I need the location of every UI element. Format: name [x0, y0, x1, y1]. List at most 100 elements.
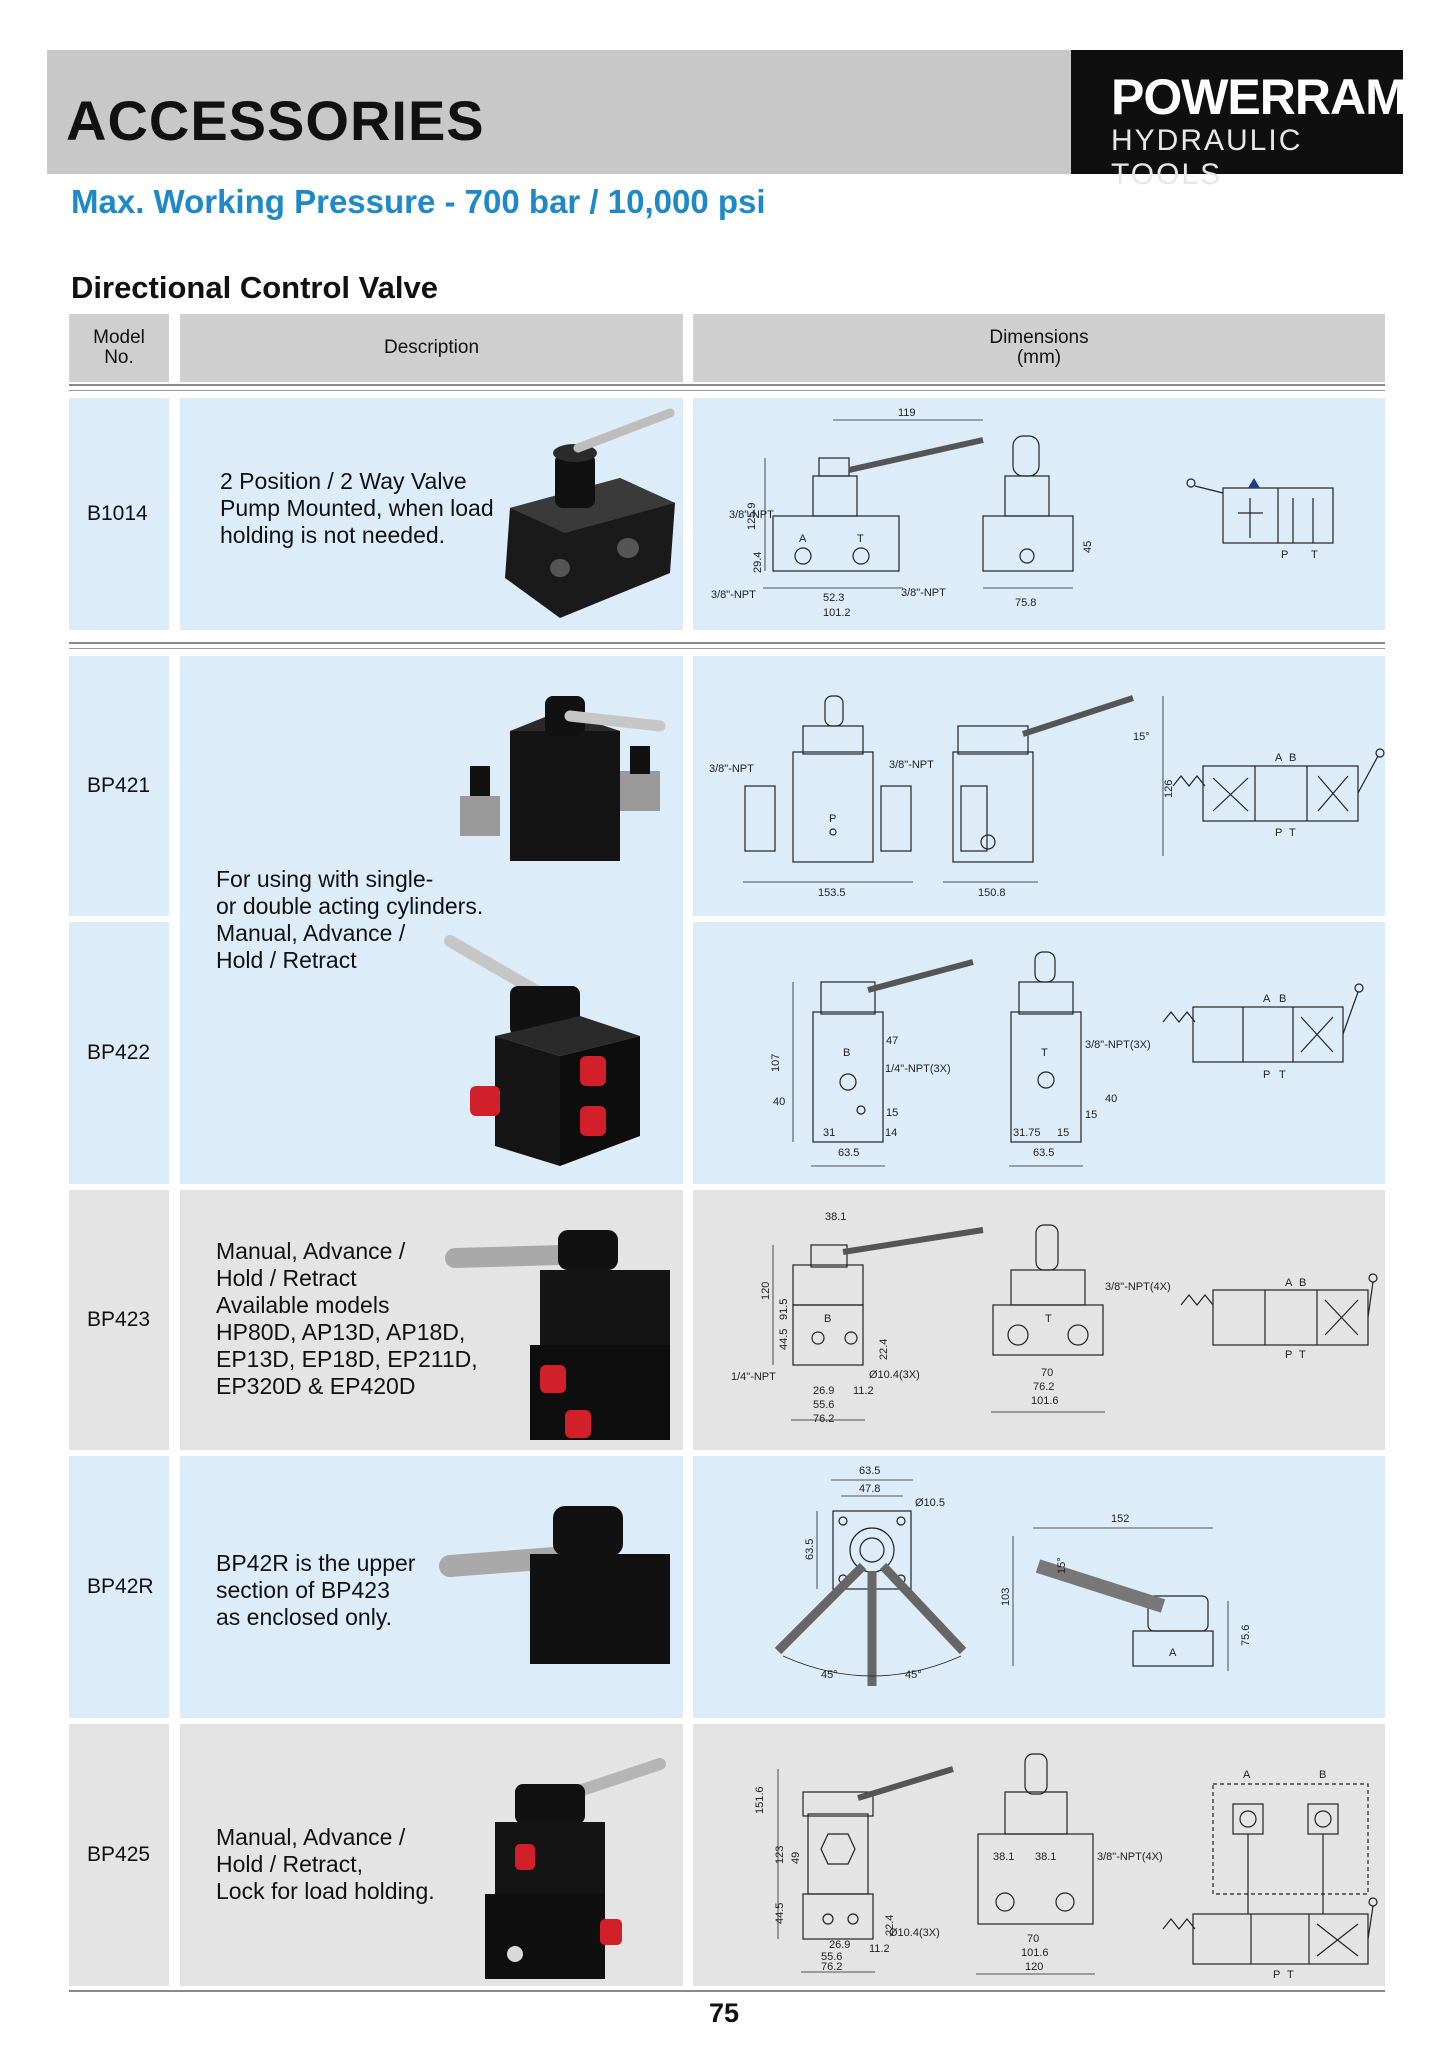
page-number: 75 — [708, 1998, 740, 2028]
svg-text:Ø10.5: Ø10.5 — [915, 1497, 945, 1509]
desc-cell-bp423: Manual, Advance / Hold / Retract Availab… — [180, 1190, 683, 1450]
model-cell-b1014: B1014 — [69, 398, 169, 630]
svg-text:47.8: 47.8 — [859, 1483, 880, 1495]
svg-text:3/8"-NPT: 3/8"-NPT — [729, 509, 774, 521]
svg-text:45°: 45° — [905, 1669, 922, 1681]
svg-text:120: 120 — [760, 1282, 772, 1300]
desc-cell-bp425: Manual, Advance / Hold / Retract, Lock f… — [180, 1724, 683, 1986]
svg-text:55.6: 55.6 — [821, 1951, 842, 1963]
product-photo-b1014 — [505, 408, 675, 618]
svg-text:1/4"-NPT: 1/4"-NPT — [731, 1371, 776, 1383]
dimension-drawing-bp422: 107 47 1/4"-NPT(3X) 40 15 31 14 63.5 3/8… — [770, 951, 1364, 1167]
svg-text:A: A — [1275, 752, 1283, 764]
header-divider — [69, 384, 1385, 386]
svg-text:63.5: 63.5 — [1033, 1147, 1054, 1159]
dimension-drawing-b1014: 119 125.9 3/8"-NPT 29.4 3/8"-NPT 52.3 10… — [711, 407, 1334, 619]
svg-text:15: 15 — [1057, 1127, 1069, 1139]
svg-text:76.2: 76.2 — [1033, 1381, 1054, 1393]
svg-text:A: A — [799, 533, 807, 545]
svg-text:22.4: 22.4 — [878, 1339, 890, 1360]
svg-text:107: 107 — [770, 1054, 782, 1072]
svg-text:3/8"-NPT: 3/8"-NPT — [711, 589, 756, 601]
description-text: BP42R is the upper section of BP423 as e… — [216, 1550, 416, 1630]
svg-text:T: T — [1045, 1313, 1052, 1325]
brand-logo: POWERRAM HYDRAULIC TOOLS — [1071, 50, 1407, 191]
svg-text:152: 152 — [1111, 1513, 1129, 1525]
product-photo-bp421 — [460, 696, 666, 861]
svg-text:103: 103 — [1000, 1588, 1012, 1606]
svg-text:91.5: 91.5 — [778, 1299, 790, 1320]
dims-cell-bp423: 38.1 120 91.5 44.5 22.4 1/4"-NPT Ø10.4(3… — [693, 1190, 1385, 1450]
dims-cell-b1014: 119 125.9 3/8"-NPT 29.4 3/8"-NPT 52.3 10… — [693, 398, 1385, 630]
svg-text:3/8"-NPT(4X): 3/8"-NPT(4X) — [1105, 1281, 1171, 1293]
desc-cell-bp42r: BP42R is the upper section of BP423 as e… — [180, 1456, 683, 1718]
svg-text:153.5: 153.5 — [818, 887, 846, 899]
shared-description-text: For using with single- or double acting … — [216, 866, 484, 973]
dimension-drawing-bp42r: 63.5 47.8 Ø10.5 63.5 45° 45° 152 103 15°… — [774, 1465, 1252, 1686]
svg-text:P: P — [829, 813, 836, 825]
svg-text:P: P — [1273, 1969, 1280, 1981]
svg-text:101.6: 101.6 — [1031, 1395, 1059, 1407]
product-photo-bp422 — [444, 935, 640, 1166]
header-description: Description — [180, 314, 683, 382]
svg-text:1/4"-NPT(3X): 1/4"-NPT(3X) — [885, 1063, 951, 1075]
svg-text:101.6: 101.6 — [1021, 1947, 1049, 1959]
svg-text:11.2: 11.2 — [853, 1385, 874, 1397]
svg-text:T: T — [1287, 1969, 1294, 1981]
svg-text:22.4: 22.4 — [884, 1915, 896, 1936]
svg-text:3/8"-NPT(4X): 3/8"-NPT(4X) — [1097, 1851, 1163, 1863]
model-cell-bp421: BP421 — [69, 656, 169, 916]
model-cell-bp422: BP422 — [69, 922, 169, 1184]
svg-text:T: T — [1299, 1349, 1306, 1361]
dims-cell-bp425: 151.6 123 49 44.5 22.4 Ø10.4(3X) 26.9 11… — [693, 1724, 1385, 1986]
svg-text:B: B — [1289, 752, 1296, 764]
svg-text:151.6: 151.6 — [754, 1786, 766, 1814]
svg-text:A: A — [1243, 1769, 1251, 1781]
model-cell-bp425: BP425 — [69, 1724, 169, 1986]
model-no: BP421 — [87, 774, 151, 797]
desc-cell-b1014: 2 Position / 2 Way Valve Pump Mounted, w… — [180, 398, 683, 630]
svg-text:3/8"-NPT: 3/8"-NPT — [709, 763, 754, 775]
svg-text:119: 119 — [898, 407, 916, 419]
svg-text:Ø10.4(3X): Ø10.4(3X) — [889, 1927, 940, 1939]
model-no: BP423 — [87, 1308, 151, 1331]
logo-main-text: POWERRAM — [1111, 69, 1407, 125]
svg-text:T: T — [1041, 1047, 1048, 1059]
svg-text:P: P — [1275, 827, 1282, 839]
header-divider-2 — [69, 390, 1385, 391]
svg-text:A: A — [1169, 1647, 1177, 1659]
model-cell-bp423: BP423 — [69, 1190, 169, 1450]
svg-text:63.5: 63.5 — [838, 1147, 859, 1159]
svg-text:70: 70 — [1041, 1367, 1053, 1379]
svg-text:15°: 15° — [1056, 1557, 1068, 1574]
svg-text:45°: 45° — [821, 1669, 838, 1681]
svg-text:26.9: 26.9 — [829, 1939, 850, 1951]
svg-text:B: B — [1279, 993, 1286, 1005]
svg-text:A: A — [1285, 1277, 1293, 1289]
svg-text:75.6: 75.6 — [1240, 1625, 1252, 1646]
product-photo-bp42r — [439, 1506, 670, 1664]
svg-text:52.3: 52.3 — [823, 592, 844, 604]
svg-text:P: P — [1285, 1349, 1292, 1361]
svg-text:26.9: 26.9 — [813, 1385, 834, 1397]
svg-text:44.5: 44.5 — [778, 1329, 790, 1350]
logo-sub-text: HYDRAULIC TOOLS — [1111, 124, 1303, 191]
description-text: 2 Position / 2 Way Valve Pump Mounted, w… — [220, 468, 494, 548]
header-band — [47, 50, 1071, 174]
model-no: BP422 — [87, 1041, 151, 1064]
svg-text:15°: 15° — [1133, 731, 1150, 743]
svg-text:T: T — [1311, 549, 1318, 561]
svg-text:T: T — [1279, 1069, 1286, 1081]
model-no: BP42R — [87, 1575, 154, 1598]
model-cell-bp42r: BP42R — [69, 1456, 169, 1718]
svg-text:40: 40 — [773, 1096, 785, 1108]
dims-cell-bp42r: 63.5 47.8 Ø10.5 63.5 45° 45° 152 103 15°… — [693, 1456, 1385, 1718]
svg-text:P: P — [1281, 549, 1288, 561]
product-photo-bp423 — [445, 1230, 670, 1440]
svg-text:T: T — [1289, 827, 1296, 839]
model-no: B1014 — [87, 502, 148, 525]
svg-text:3/8"-NPT: 3/8"-NPT — [901, 587, 946, 599]
svg-text:40: 40 — [1105, 1093, 1117, 1105]
svg-text:3/8"-NPT(3X): 3/8"-NPT(3X) — [1085, 1039, 1151, 1051]
svg-text:B: B — [1299, 1277, 1306, 1289]
